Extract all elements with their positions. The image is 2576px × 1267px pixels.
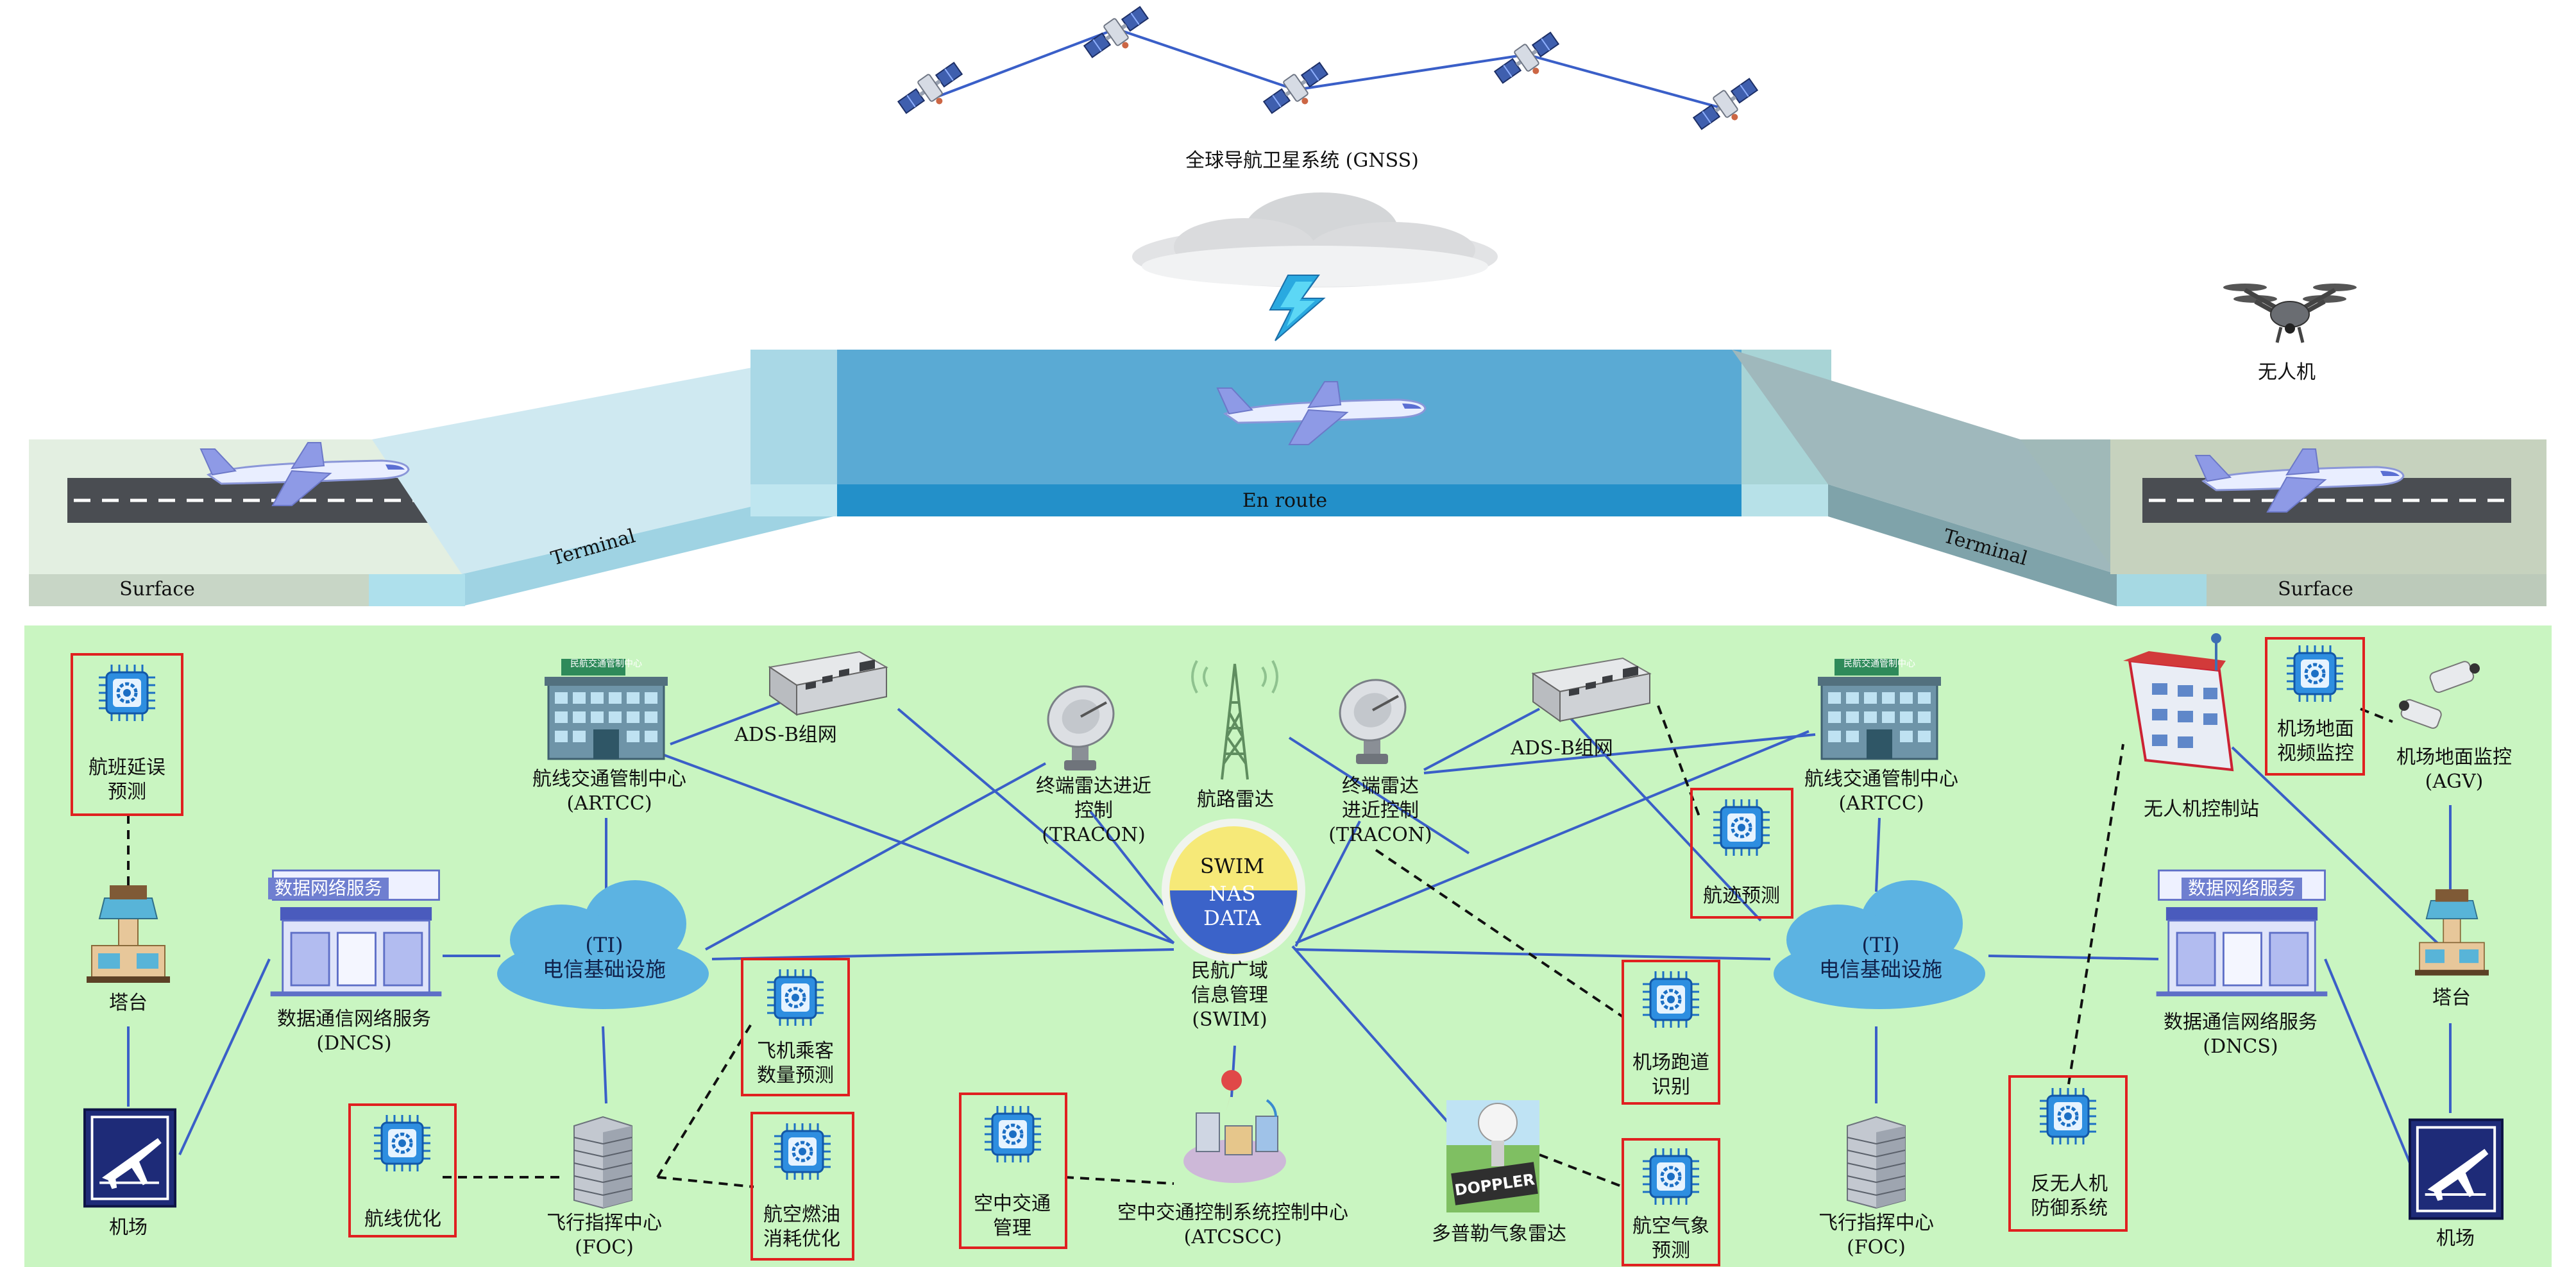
ai-box-trajectory <box>1690 788 1793 919</box>
satellite-icon <box>895 58 965 123</box>
surface-right-label: Surface <box>2278 578 2353 600</box>
atcscc-hub-icon <box>1183 1070 1286 1183</box>
ai-box-flight-delay <box>71 653 183 816</box>
fuel-optimization-label: 航空燃油 消耗优化 <box>763 1203 840 1250</box>
swim-mid-text: NAS <box>1208 881 1256 906</box>
gnss-satellite-chain <box>895 2 1761 139</box>
ai-module-group <box>71 637 2365 1266</box>
ti-cloud-left <box>497 880 709 1009</box>
ai-box-atm <box>959 1093 1067 1249</box>
artcc-left-label: 航线交通管制中心 (ARTCC) <box>532 768 686 815</box>
satellite-icon <box>1491 28 1562 93</box>
network-panel <box>24 625 2552 1267</box>
airport-video-label: 机场地面 视频监控 <box>2277 718 2354 765</box>
artcc-sign-right: 民航交通管制中心 <box>1843 659 1915 669</box>
drone-icon <box>2223 284 2357 343</box>
dncs-sign-left: 数据网络服务 <box>267 878 389 899</box>
route-optimization-label: 航线优化 <box>364 1208 441 1230</box>
passenger-prediction-label: 飞机乘客 数量预测 <box>757 1040 834 1087</box>
ai-box-runway <box>1622 960 1720 1105</box>
ai-box-weather <box>1622 1138 1720 1266</box>
dncs-right-label: 数据通信网络服务 (DNCS) <box>2164 1011 2318 1058</box>
airport-left-label: 机场 <box>109 1216 148 1239</box>
ti-right-label: (TI) 电信基础设施 <box>1818 933 1943 982</box>
uav-control-station-icon <box>2123 633 2234 772</box>
en-route-label: En route <box>1242 489 1328 512</box>
adsb-left-label: ADS-B组网 <box>734 724 837 746</box>
doppler-label: 多普勒气象雷达 <box>1432 1223 1566 1245</box>
dncs-left-label: 数据通信网络服务 (DNCS) <box>277 1008 431 1055</box>
storm-cloud-icon <box>1132 192 1498 287</box>
foc-left-label: 飞行指挥中心 (FOC) <box>547 1212 662 1259</box>
flight-delay-label: 航班延误 预测 <box>89 756 165 803</box>
dncs-sign-right: 数据网络服务 <box>2181 878 2303 899</box>
airspace-band <box>29 350 2546 606</box>
ti-cloud-right <box>1774 880 1985 1009</box>
tracon-right-label: 终端雷达 进近控制 (TRACON) <box>1328 775 1432 846</box>
ai-box-video <box>2265 637 2365 776</box>
swim-label: 民航广域 信息管理 (SWIM) <box>1191 960 1268 1031</box>
ti-left-label: (TI) 电信基础设施 <box>542 933 666 982</box>
agv-label: 机场地面监控 (AGV) <box>2396 746 2512 793</box>
enroute-radar-label: 航路雷达 <box>1197 788 1274 811</box>
tracon-left-label: 终端雷达进近 控制 (TRACON) <box>1036 775 1151 846</box>
ai-dashed-links <box>127 705 2393 1188</box>
surface-left-label: Surface <box>119 578 195 600</box>
tower-left-label: 塔台 <box>109 992 148 1014</box>
ai-box-passenger <box>741 958 850 1096</box>
artcc-right-label: 航线交通管制中心 (ARTCC) <box>1804 768 1958 815</box>
satellite-icon <box>1260 58 1331 123</box>
satellite-icon <box>1690 74 1761 139</box>
drone-label: 无人机 <box>2258 361 2316 384</box>
cctv-camera-icon <box>2399 661 2480 729</box>
network-links <box>127 698 2452 1168</box>
anti-uav-label: 反无人机 防御系统 <box>2031 1173 2108 1220</box>
runway-recognition-label: 机场跑道 识别 <box>1632 1051 1709 1098</box>
ai-box-route-opt <box>348 1103 457 1237</box>
foc-building-icon <box>1847 1116 1906 1209</box>
airport-icon <box>83 1108 176 1208</box>
satellite-icon <box>1081 2 1151 67</box>
weather-prediction-label: 航空气象 预测 <box>1632 1215 1709 1262</box>
atcscc-label: 空中交通控制系统控制中心 (ATCSCC) <box>1117 1202 1348 1248</box>
tower-right-label: 塔台 <box>2432 987 2471 1009</box>
trajectory-prediction-label: 航迹预测 <box>1703 885 1780 907</box>
swim-hub <box>1162 819 1305 962</box>
doppler-radar-icon: DOPPLER <box>1446 1100 1539 1212</box>
uav-station-label: 无人机控制站 <box>2144 798 2259 821</box>
gnss-label: 全球导航卫星系统 (GNSS) <box>1185 149 1419 172</box>
radio-tower-icon <box>1191 660 1278 780</box>
artcc-sign-left: 民航交通管制中心 <box>570 659 642 669</box>
swim-top-text: SWIM <box>1199 854 1265 878</box>
airport-right-label: 机场 <box>2436 1227 2475 1250</box>
atm-label: 空中交通 管理 <box>974 1193 1051 1239</box>
foc-right-label: 飞行指挥中心 (FOC) <box>1818 1212 1934 1259</box>
ai-box-fuel <box>750 1112 854 1261</box>
airport-icon <box>2410 1120 2502 1219</box>
adsb-right-label: ADS-B组网 <box>1511 737 1613 760</box>
ai-box-anti-uav <box>2008 1075 2128 1232</box>
swim-bot-text: DATA <box>1203 906 1261 930</box>
foc-building-icon <box>573 1116 632 1209</box>
